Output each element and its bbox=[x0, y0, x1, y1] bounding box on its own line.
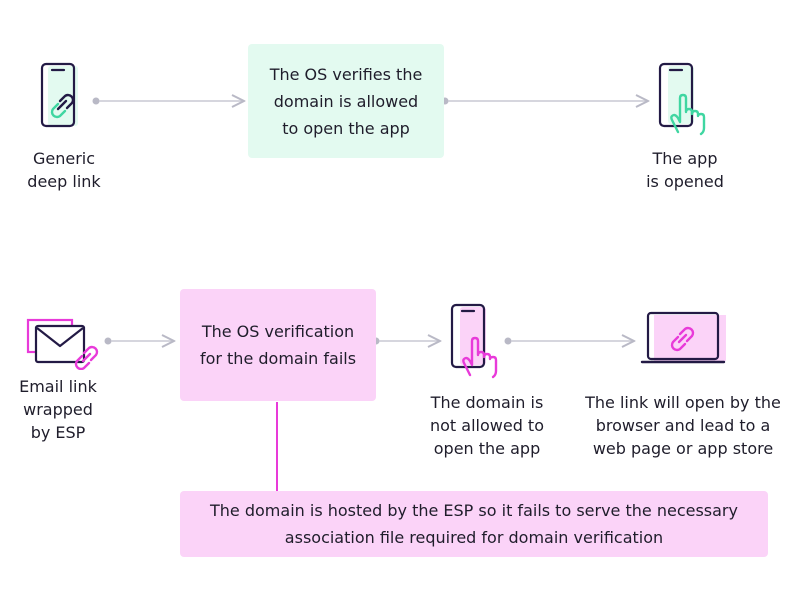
bottom-process-text: The OS verification for the domain fails bbox=[199, 322, 357, 368]
top-arrow-1 bbox=[92, 98, 245, 105]
bottom-arrow-3 bbox=[504, 338, 635, 345]
laptop-link-icon bbox=[640, 311, 732, 367]
bottom-blocked-label: The domain is not allowed to open the ap… bbox=[429, 393, 544, 458]
bottom-arrow-2 bbox=[372, 338, 441, 345]
phone-tap-icon bbox=[448, 303, 506, 383]
email-link-icon bbox=[26, 318, 100, 371]
top-arrow-2 bbox=[441, 98, 649, 105]
top-process-box: The OS verifies the domain is allowed to… bbox=[248, 44, 444, 158]
bottom-fallback-label: The link will open by the browser and le… bbox=[585, 393, 781, 458]
bottom-source-label: Email link wrapped by ESP bbox=[19, 377, 97, 442]
bottom-process-box: The OS verification for the domain fails bbox=[180, 289, 376, 401]
top-source-label: Generic deep link bbox=[27, 149, 101, 191]
note-text: The domain is hosted by the ESP so it fa… bbox=[210, 501, 738, 547]
top-process-text: The OS verifies the domain is allowed to… bbox=[269, 64, 423, 138]
phone-link-icon bbox=[38, 62, 88, 132]
top-result-label: The app is opened bbox=[646, 149, 724, 191]
note-box: The domain is hosted by the ESP so it fa… bbox=[180, 491, 768, 557]
phone-tap-icon bbox=[656, 62, 714, 140]
bottom-arrow-1 bbox=[104, 338, 175, 345]
